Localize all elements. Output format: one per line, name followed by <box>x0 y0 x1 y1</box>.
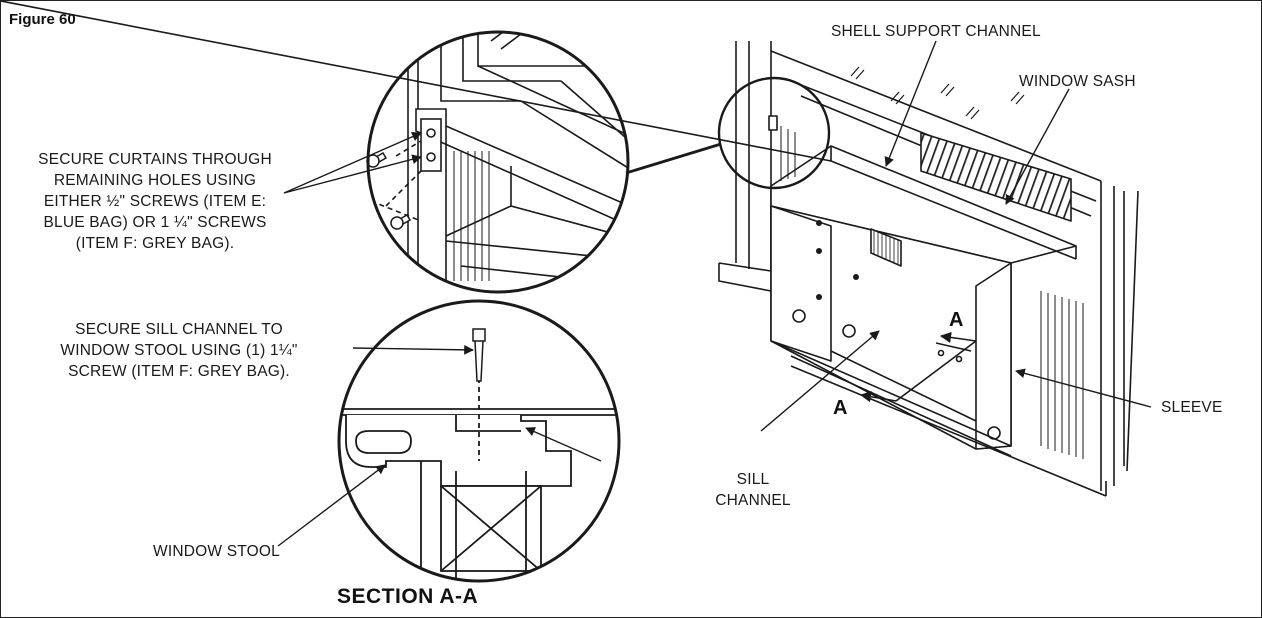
curtains-line-4: BLUE BAG) OR 1 ¼" SCREWS <box>43 214 267 231</box>
window-assembly <box>1 1 1139 497</box>
figure-label: Figure 60 <box>9 11 76 28</box>
section-cut-line <box>859 331 977 403</box>
sill-line-1: SECURE SILL CHANNEL TO <box>75 321 283 338</box>
sill-channel-line-2: CHANNEL <box>715 492 791 509</box>
sill-line-3: SCREW (ITEM F: GREY BAG). <box>68 363 290 380</box>
label-sleeve: SLEEVE <box>1161 399 1223 416</box>
section-title: SECTION A-A <box>337 585 479 608</box>
top-detail-circle <box>366 30 630 294</box>
label-sill-channel: SILL CHANNEL <box>693 469 813 511</box>
label-shell-support-channel: SHELL SUPPORT CHANNEL <box>831 23 1041 40</box>
section-marker-top: A <box>949 309 964 331</box>
section-detail-view <box>337 299 621 583</box>
sill-channel-line-1: SILL <box>736 471 770 488</box>
callout-secure-curtains: SECURE CURTAINS THROUGH REMAINING HOLES … <box>9 149 301 254</box>
curtains-line-3: EITHER ½" SCREWS (ITEM E: <box>43 193 267 210</box>
label-window-stool: WINDOW STOOL <box>153 543 280 560</box>
curtains-line-2: REMAINING HOLES USING <box>53 172 257 189</box>
curtains-line-1: SECURE CURTAINS THROUGH <box>38 151 272 168</box>
section-detail-circle <box>337 299 621 583</box>
sill-line-2: WINDOW STOOL USING (1) 1¼" <box>60 342 298 359</box>
curtains-line-5: (ITEM F: GREY BAG). <box>75 235 235 252</box>
detail-circle <box>717 76 831 190</box>
label-window-sash: WINDOW SASH <box>1019 73 1136 90</box>
callout-secure-sill: SECURE SILL CHANNEL TO WINDOW STOOL USIN… <box>45 319 313 382</box>
leader-lines <box>277 40 1152 547</box>
section-marker-bottom: A <box>833 397 848 419</box>
